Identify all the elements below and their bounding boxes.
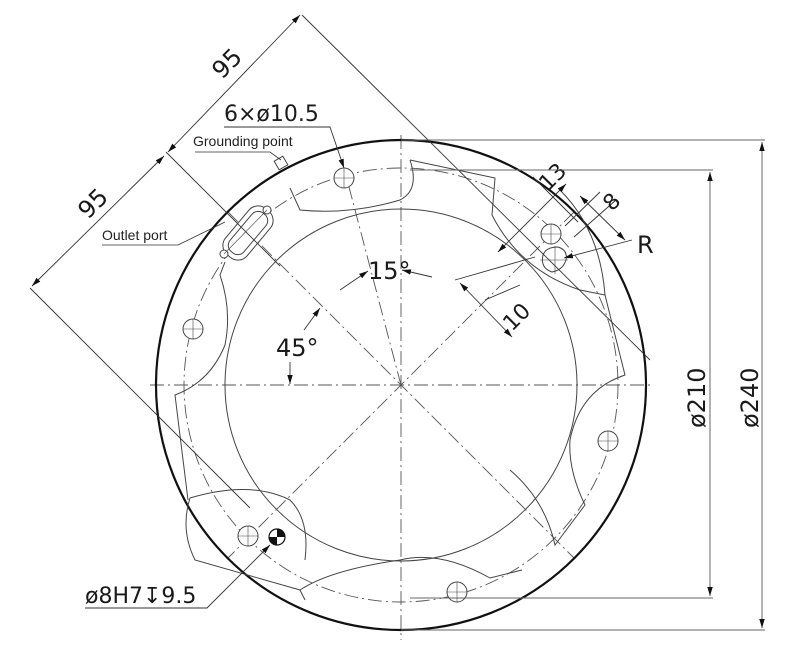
slot-length-13: 13 (535, 159, 572, 196)
dowel-pin-hole (268, 528, 286, 546)
center-lines (150, 135, 650, 640)
outlet-port-label: Outlet port (102, 227, 167, 243)
diagonal-dimensions (29, 14, 651, 509)
slot-dimensions (454, 176, 633, 338)
outlet-leader (102, 221, 226, 246)
slot-radius-R: R (637, 231, 654, 259)
dowel-pin-callout: ø8H7↧9.5 (85, 584, 196, 609)
bolt-holes-callout: 6×ø10.5 (224, 102, 319, 127)
slot-feature (540, 246, 568, 274)
dim-210 (410, 169, 713, 599)
dim-210-label: ø210 (683, 368, 711, 429)
dim-95-lower: 95 (72, 183, 113, 224)
pin-leader (85, 544, 271, 609)
slot-offset-10: 10 (499, 299, 536, 336)
dim-240 (401, 139, 765, 631)
grounding-point-label: Grounding point (193, 133, 293, 149)
grounding-leader (195, 151, 282, 161)
bolt-hole-5 (237, 525, 259, 547)
dim-95-upper: 95 (206, 43, 247, 84)
bolt-circle (183, 167, 619, 603)
inner-circle (224, 208, 578, 562)
angle-15 (339, 269, 433, 291)
angle-45-label: 45° (276, 334, 319, 362)
bolt-hole-3 (597, 430, 619, 452)
bolt-hole-4 (446, 581, 468, 603)
dim-240-label: ø240 (736, 368, 764, 429)
angle-15-label: 15° (368, 257, 411, 285)
bolt-hole-2 (540, 223, 562, 245)
outlet-port-boss (219, 205, 274, 261)
angle-45 (287, 307, 321, 384)
bolt-hole-1 (333, 167, 355, 189)
holes-leader (224, 126, 345, 169)
bolt-hole-6 (182, 318, 204, 340)
